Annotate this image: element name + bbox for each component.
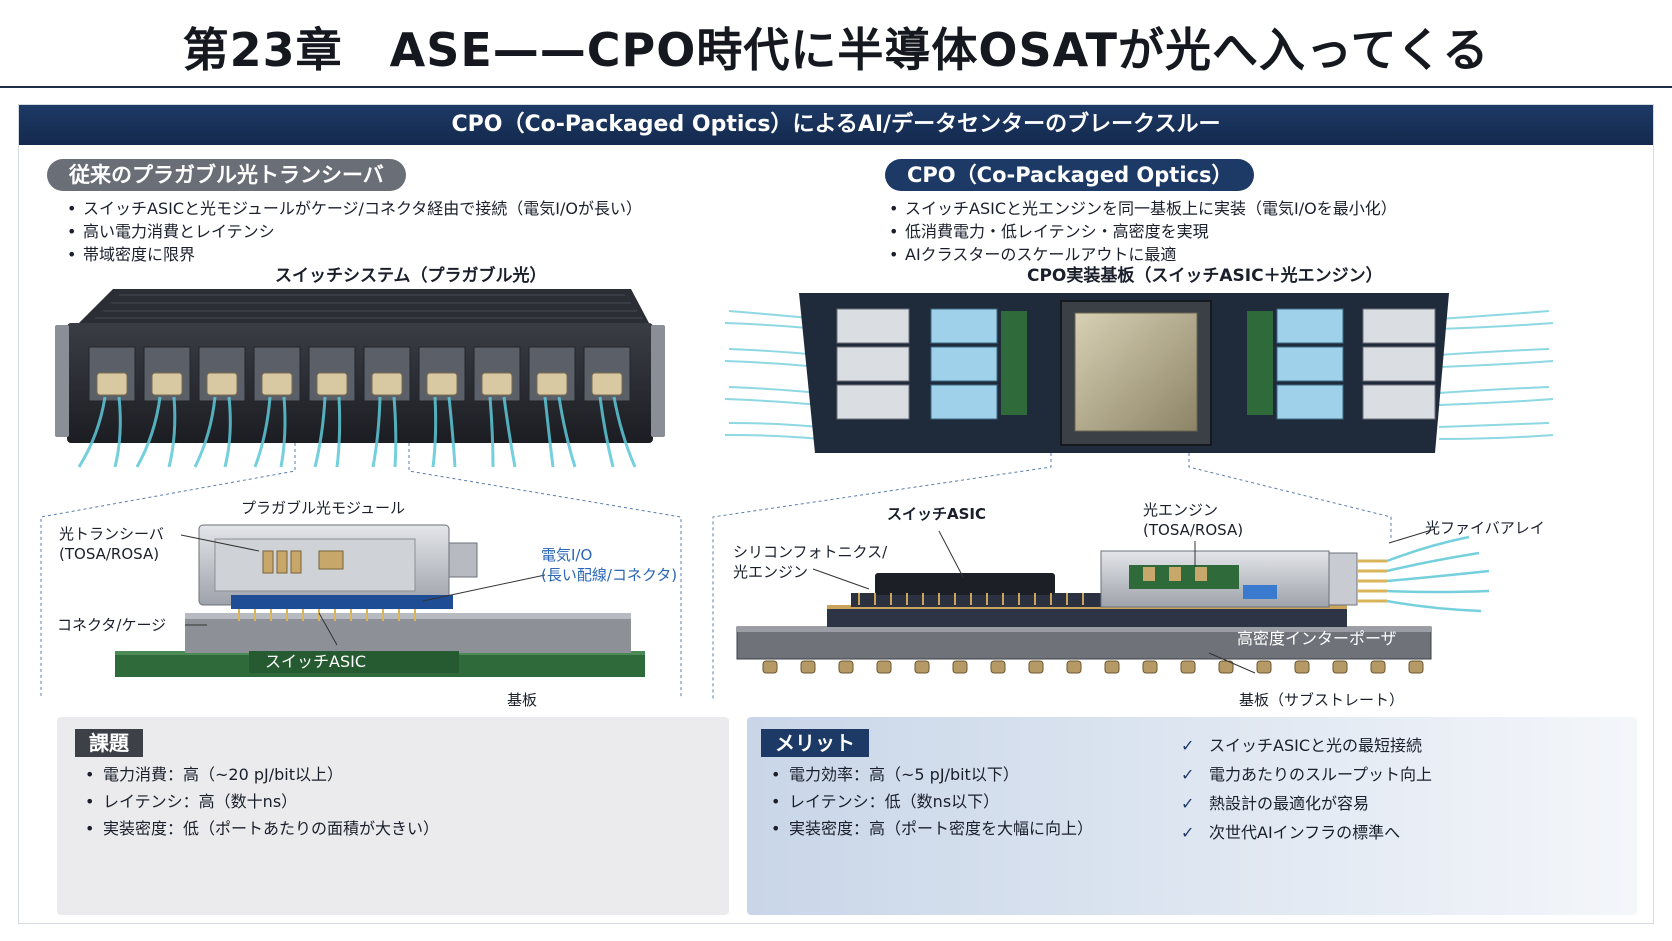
pluggable-bullets: スイッチASICと光モジュールがケージ/コネクタ経由で接続（電気I/Oが長い） …: [63, 197, 642, 266]
merits-tag: メリット: [761, 729, 869, 757]
bullet-item: スイッチASICと光エンジンを同一基板上に実装（電気I/Oを最小化）: [885, 197, 1397, 220]
label-transceiver-sub: (TOSA/ROSA): [59, 545, 160, 563]
check-item-label: 電力あたりのスループット向上: [1209, 765, 1433, 784]
label-connector-cage: コネクタ/ケージ: [57, 616, 167, 634]
heading-cpo: CPO（Co-Packaged Optics）: [885, 159, 1255, 191]
label-elec-io-sub: (長い配線/コネクタ): [541, 566, 678, 584]
merits-list: 電力効率：高（~5 pJ/bit以下） レイテンシ：低（数ns以下） 実装密度：…: [767, 761, 1093, 842]
bullet-item: 低消費電力・低レイテンシ・高密度を実現: [885, 220, 1397, 243]
bullet-item: スイッチASICと光モジュールがケージ/コネクタ経由で接続（電気I/Oが長い）: [63, 197, 642, 220]
check-item-label: スイッチASICと光の最短接続: [1209, 736, 1422, 755]
issues-tag: 課題: [75, 729, 143, 757]
check-icon: ✓: [1181, 765, 1195, 784]
label-optical-engine-sub: (TOSA/ROSA): [1143, 521, 1244, 539]
label-switch-asic-left: スイッチASIC: [265, 652, 366, 671]
label-pluggable-module: プラガブル光モジュール: [241, 499, 405, 517]
label-optical-engine: 光エンジン: [1143, 501, 1219, 519]
bullet-item: 高い電力消費とレイテンシ: [63, 220, 642, 243]
check-icon: ✓: [1181, 823, 1195, 842]
switch-system-caption: スイッチシステム（プラガブル光）: [275, 266, 547, 286]
merits-box: メリット 電力効率：高（~5 pJ/bit以下） レイテンシ：低（数ns以下） …: [747, 717, 1637, 915]
issue-item: 電力消費：高（~20 pJ/bit以上）: [81, 761, 439, 788]
merit-checklist: ✓ スイッチASICと光の最短接続 ✓ 電力あたりのスループット向上 ✓ 熱設計の最適…: [1181, 731, 1432, 847]
cpo-bullets: スイッチASICと光エンジンを同一基板上に実装（電気I/Oを最小化） 低消費電力…: [885, 197, 1397, 266]
switch-chassis-illustration: [55, 289, 665, 468]
section-banner: CPO（Co-Packaged Optics）によるAI/データセンターのブレー…: [19, 105, 1653, 145]
check-item: ✓ 次世代AIインフラの標準へ: [1181, 818, 1432, 847]
label-fiber-array: 光ファイバアレイ: [1425, 519, 1545, 537]
content-panel: CPO（Co-Packaged Optics）によるAI/データセンターのブレー…: [18, 104, 1654, 924]
title-divider: [0, 86, 1672, 88]
issues-list: 電力消費：高（~20 pJ/bit以上） レイテンシ：高（数十ns） 実装密度：…: [81, 761, 439, 842]
label-substrate-right: 基板（サブストレート）: [1239, 691, 1405, 709]
cpo-board-caption: CPO実装基板（スイッチASIC＋光エンジン）: [1027, 266, 1383, 286]
merit-item: 電力効率：高（~5 pJ/bit以下）: [767, 761, 1093, 788]
check-item: ✓ 電力あたりのスループット向上: [1181, 760, 1432, 789]
merit-item: レイテンシ：低（数ns以下）: [767, 788, 1093, 815]
issue-item: レイテンシ：高（数十ns）: [81, 788, 439, 815]
label-transceiver: 光トランシーバ: [59, 525, 164, 543]
bullet-item: 帯域密度に限界: [63, 243, 642, 266]
merit-item: 実装密度：高（ポート密度を大幅に向上）: [767, 815, 1093, 842]
label-substrate-left: 基板: [507, 691, 538, 709]
label-switch-asic-right: スイッチASIC: [887, 505, 987, 523]
cpo-cross-section: [736, 535, 1490, 674]
cpo-board-illustration: [724, 293, 1554, 453]
check-item-label: 次世代AIインフラの標準へ: [1209, 823, 1401, 842]
issue-item: 実装密度：低（ポートあたりの面積が大きい）: [81, 815, 439, 842]
label-silicon-photonics-sub: 光エンジン: [733, 563, 809, 581]
check-item: ✓ 熱設計の最適化が容易: [1181, 789, 1432, 818]
issues-box: 課題 電力消費：高（~20 pJ/bit以上） レイテンシ：高（数十ns） 実装…: [57, 717, 729, 915]
check-icon: ✓: [1181, 736, 1195, 755]
check-item-label: 熱設計の最適化が容易: [1209, 794, 1370, 813]
label-silicon-photonics: シリコンフォトニクス/: [733, 543, 888, 561]
pluggable-module-cross-section: [115, 524, 645, 677]
heading-pluggable: 従来のプラガブル光トランシーバ: [47, 159, 406, 191]
page-title: 第23章 ASE——CPO時代に半導体OSATが光へ入ってくる: [182, 23, 1490, 77]
check-item: ✓ スイッチASICと光の最短接続: [1181, 731, 1432, 760]
bullet-item: AIクラスターのスケールアウトに最適: [885, 243, 1397, 266]
check-icon: ✓: [1181, 794, 1195, 813]
label-elec-io: 電気I/O: [541, 546, 593, 564]
illustrations: [40, 289, 1554, 701]
label-interposer: 高密度インターポーザ: [1237, 629, 1397, 648]
